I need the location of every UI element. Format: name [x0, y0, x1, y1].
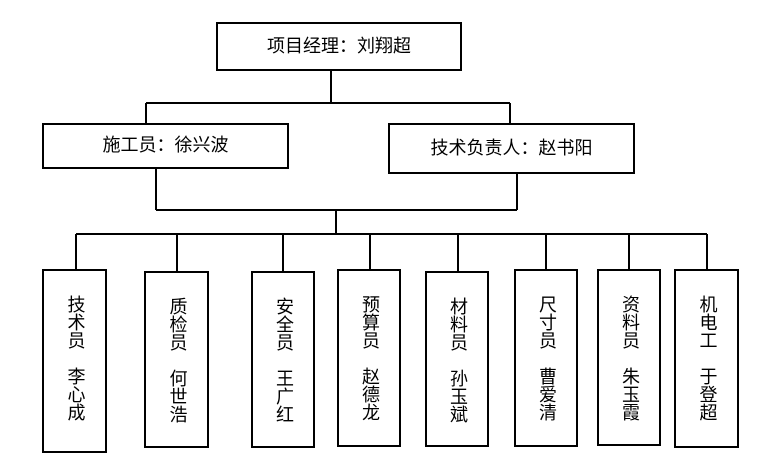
staff-person: 曹爱清 — [536, 367, 557, 421]
staff-box-electromechanical: 机电工 于登超 — [674, 269, 739, 448]
staff-box-safety: 安全员 王广红 — [251, 271, 315, 448]
project-manager-label: 项目经理：刘翔超 — [267, 35, 411, 57]
staff-role: 预算员 — [359, 295, 380, 349]
staff-person: 于登超 — [696, 367, 718, 421]
staff-role: 安全员 — [273, 297, 294, 351]
staff-role: 材料员 — [447, 297, 468, 351]
staff-role: 技术员 — [64, 295, 86, 349]
staff-person: 朱玉霞 — [619, 367, 640, 421]
construction-worker-box: 施工员：徐兴波 — [42, 123, 289, 169]
staff-box-documents: 资料员 朱玉霞 — [597, 269, 661, 446]
staff-box-budget: 预算员 赵德龙 — [337, 269, 401, 447]
staff-box-quality: 质检员 何世浩 — [144, 271, 209, 448]
construction-worker-label: 施工员：徐兴波 — [102, 135, 229, 156]
staff-person: 王广红 — [273, 369, 294, 423]
project-manager-box: 项目经理：刘翔超 — [216, 22, 462, 71]
staff-role: 质检员 — [166, 297, 188, 351]
staff-person: 李心成 — [64, 367, 86, 421]
staff-person: 何世浩 — [166, 369, 188, 423]
staff-box-measurement: 尺寸员 曹爱清 — [514, 269, 578, 447]
staff-role: 尺寸员 — [536, 295, 557, 349]
staff-box-materials: 材料员 孙玉斌 — [425, 271, 489, 447]
technical-lead-box: 技术负责人：赵书阳 — [388, 123, 635, 174]
staff-person: 赵德龙 — [359, 367, 380, 421]
technical-lead-label: 技术负责人：赵书阳 — [430, 137, 593, 159]
staff-person: 孙玉斌 — [447, 369, 468, 423]
staff-role: 资料员 — [619, 295, 640, 349]
staff-role: 机电工 — [696, 295, 718, 349]
staff-box-technician: 技术员 李心成 — [42, 269, 107, 453]
